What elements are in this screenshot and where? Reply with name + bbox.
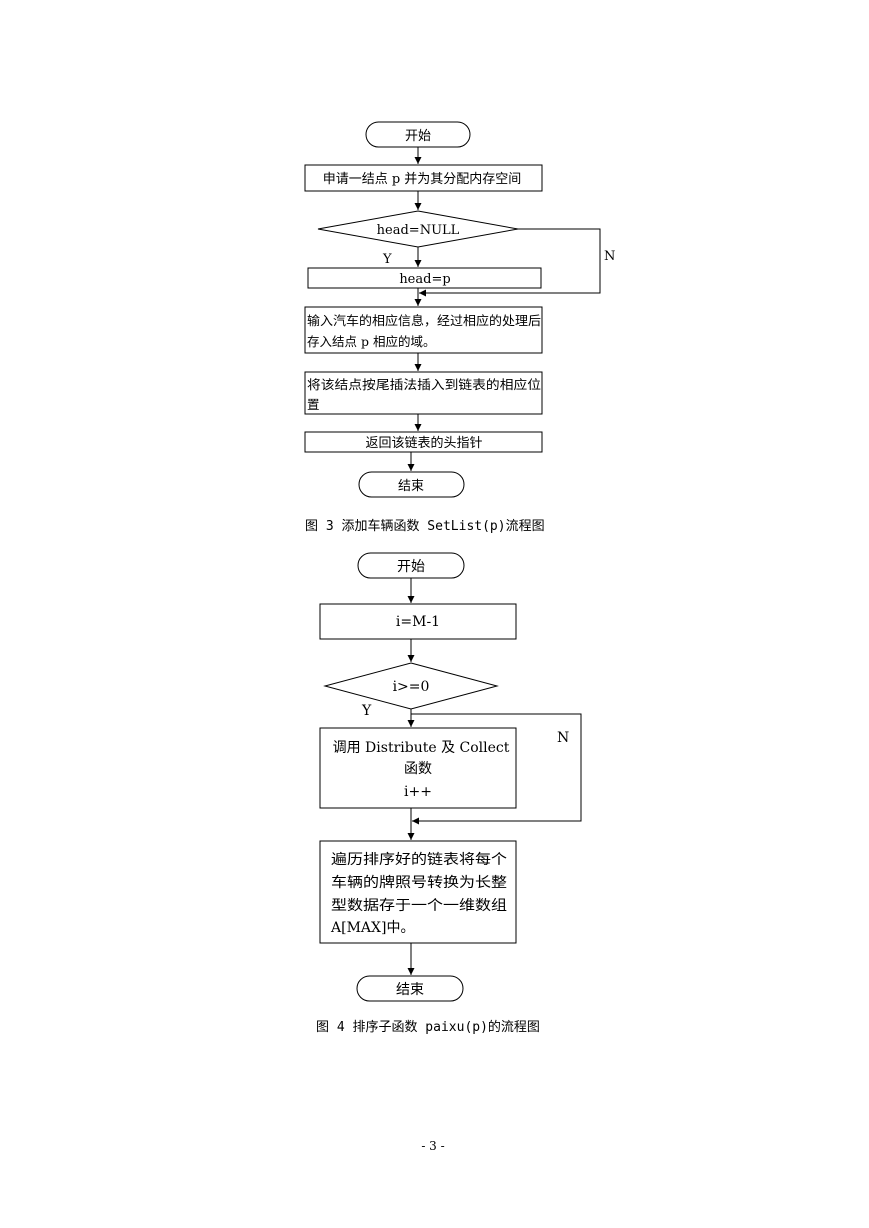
fig4-traverse-line3: 型数据存于一个一维数组 bbox=[331, 898, 507, 914]
fig3-input-box bbox=[304, 306, 543, 354]
fig3-input-line1: 输入汽车的相应信息，经过相应的处理后 bbox=[307, 313, 541, 328]
fig4-traverse-box bbox=[319, 840, 517, 944]
fig4-call-line2: 函数 bbox=[404, 761, 432, 777]
fig3-return-box bbox=[304, 431, 543, 453]
figure-4-text: 开始 i=M-1 i>=0 Y N 调用 Distribute 及 Collec… bbox=[316, 559, 569, 1035]
fig3-no-branch bbox=[419, 228, 601, 297]
fig4-end-label: 结束 bbox=[396, 982, 424, 998]
figure-4 bbox=[319, 552, 582, 1002]
fig4-call-line1: 调用 Distribute 及 Collect bbox=[333, 740, 510, 756]
fig3-insert-box bbox=[304, 371, 543, 415]
figure-3 bbox=[304, 121, 601, 498]
fig3-insert-line2: 置 bbox=[307, 397, 320, 412]
fig4-no-label: N bbox=[557, 730, 569, 746]
fig3-alloc-box bbox=[304, 164, 543, 192]
fig3-head-label: head=p bbox=[399, 272, 450, 287]
fig3-end-label: 结束 bbox=[398, 479, 424, 494]
fig4-start-label: 开始 bbox=[397, 559, 425, 575]
fig3-decision-label: head=NULL bbox=[377, 223, 460, 238]
page-number: - 3 - bbox=[421, 1139, 444, 1153]
fig3-caption: 图 3 添加车辆函数 SetList(p)流程图 bbox=[305, 518, 545, 534]
fig4-traverse-line2: 车辆的牌照号转换为长整 bbox=[331, 874, 507, 891]
fig4-init-box bbox=[319, 603, 517, 640]
fig3-end-terminal bbox=[358, 471, 465, 498]
figure-3-text: 开始 申请一结点 p 并为其分配内存空间 head=NULL Y N head=… bbox=[305, 129, 615, 534]
fig4-traverse-line1: 遍历排序好的链表将每个 bbox=[331, 852, 507, 868]
fig3-return-label: 返回该链表的头指针 bbox=[365, 435, 482, 451]
fig4-init-label: i=M-1 bbox=[396, 614, 440, 630]
fig4-call-box bbox=[319, 727, 517, 809]
fig3-start-label: 开始 bbox=[405, 129, 431, 144]
fig3-yes-label: Y bbox=[382, 252, 392, 267]
fig3-alloc-label: 申请一结点 p 并为其分配内存空间 bbox=[323, 171, 522, 187]
fig3-head-box bbox=[307, 267, 542, 289]
fig3-insert-line1: 将该结点按尾插法插入到链表的相应位 bbox=[307, 377, 541, 392]
fig4-decision-label: i>=0 bbox=[393, 679, 430, 695]
fig4-call-line3: i++ bbox=[404, 784, 432, 800]
fig4-caption: 图 4 排序子函数 paixu(p)的流程图 bbox=[316, 1019, 540, 1035]
fig3-input-line2: 存入结点 p 相应的域。 bbox=[307, 334, 435, 349]
fig4-traverse-line4: A[MAX]中。 bbox=[330, 920, 414, 936]
fig3-no-label: N bbox=[604, 249, 615, 264]
fig4-yes-label: Y bbox=[361, 703, 372, 719]
fig4-end-terminal bbox=[356, 975, 464, 1002]
fig4-no-branch bbox=[411, 713, 582, 825]
